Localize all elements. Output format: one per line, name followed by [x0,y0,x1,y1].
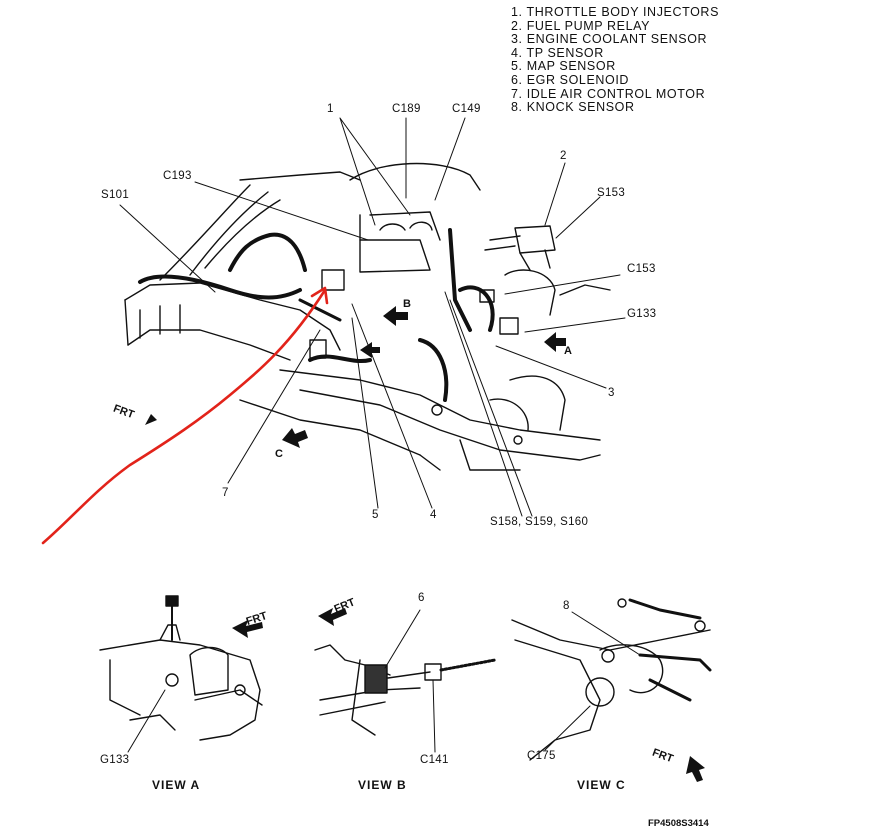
legend-item: 8. KNOCK SENSOR [511,100,635,115]
legend-item: 3. ENGINE COOLANT SENSOR [511,32,708,47]
view-c-c175-label: C175 [527,750,556,762]
leader-lines [119,117,626,517]
engine-outline [124,162,611,471]
direction-arrows [145,306,566,448]
callout-2: 2 [560,150,567,162]
callout-s101: S101 [101,189,130,201]
callout-s158-s159-s160: S158, S159, S160 [490,516,589,528]
figure-id: FP4508S3414 [648,818,709,829]
callout-g133: G133 [627,308,657,320]
legend-item: 6. EGR SOLENOID [511,72,630,87]
legend-item: 4. TP SENSOR [511,45,604,60]
view-a-title: VIEW A [152,778,201,792]
callout-s153: S153 [597,187,626,199]
legend-item: 7. IDLE AIR CONTROL MOTOR [511,86,706,101]
legend-item: 5. MAP SENSOR [511,59,616,74]
callout-4: 4 [430,509,437,521]
callout-5: 5 [372,509,379,521]
callout-1: 1 [327,103,334,115]
legend-item: 1. THROTTLE BODY INJECTORS [511,5,720,19]
view-a-pointer-label: A [564,345,572,357]
view-c-sketch [511,598,712,782]
view-b-pointer-label: B [403,298,411,310]
legend-item: 2. FUEL PUMP RELAY [511,18,651,33]
parts-legend: 1. THROTTLE BODY INJECTORS 2. FUEL PUMP … [511,5,720,115]
view-a-g133-label: G133 [100,754,130,766]
red-annotation-arrow [41,286,329,545]
callout-c149: C149 [452,103,481,115]
view-b-callout-6: 6 [418,592,425,604]
view-b-title: VIEW B [358,778,407,792]
view-c-title: VIEW C [577,778,626,792]
view-b-sketch [314,608,497,753]
view-c-callout-8: 8 [563,600,570,612]
view-c-pointer-label: C [275,448,283,460]
callout-3: 3 [608,387,615,399]
view-b-c141-label: C141 [420,754,449,766]
callout-c193: C193 [163,170,192,182]
callout-7: 7 [222,487,229,499]
view-a-sketch [99,595,263,753]
callout-c189: C189 [392,103,421,115]
callout-c153: C153 [627,263,656,275]
